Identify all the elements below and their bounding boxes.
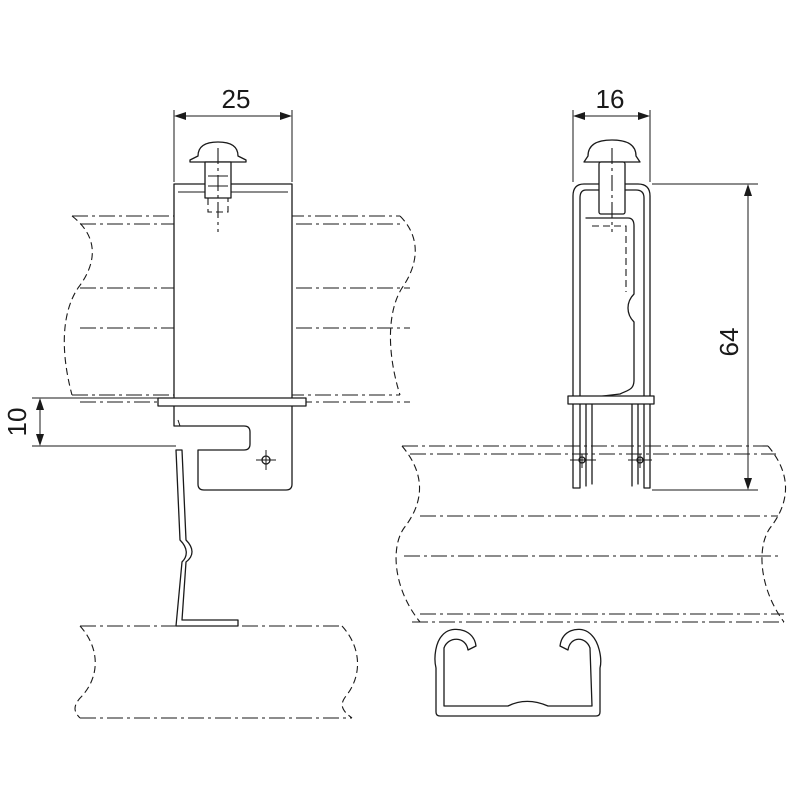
side-beam [395,445,787,623]
dimension-side-height: 64 [652,183,758,491]
hole-symbol [256,450,276,470]
side-hole-symbols [570,454,652,468]
side-screw[interactable] [583,139,641,232]
dimension-front-offset-label: 10 [2,408,32,437]
front-view: 25 10 [2,84,416,719]
dimension-side-width-label: 16 [596,84,625,114]
dimension-side-height-label: 64 [714,328,744,357]
side-channel-rail[interactable] [434,628,602,717]
side-view: 16 64 [395,84,787,717]
front-lower-beam [74,625,359,719]
dimension-front-width-label: 25 [222,84,251,114]
front-hanger-wire[interactable] [175,449,239,627]
side-bracket[interactable] [567,183,655,489]
front-bracket[interactable] [157,183,307,491]
dimension-side-width: 16 [572,84,651,182]
dimension-front-offset: 10 [2,397,176,447]
front-screw[interactable] [189,141,247,232]
dimension-front-width: 25 [173,84,293,182]
